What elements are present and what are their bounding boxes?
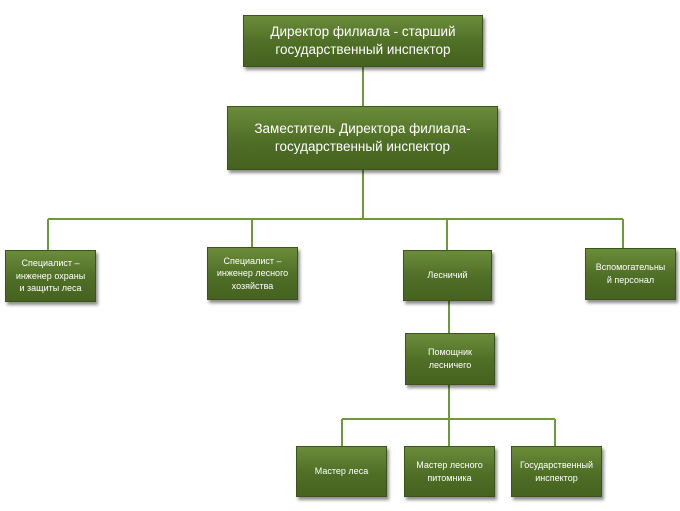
assistant-forester-box: Помощник лесничего — [405, 333, 495, 385]
forestry-engineer-box: Специалист – инженер лесного хозяйства — [207, 247, 298, 300]
support-staff-box: Вспомогательны й персонал — [585, 248, 676, 300]
state-inspector-box: Государственный инспектор — [511, 446, 602, 497]
security-engineer-box: Специалист – инженер охраны и защиты лес… — [5, 250, 96, 302]
forest-master-box: Мастер леса — [296, 446, 387, 497]
forester-box: Лесничий — [403, 250, 492, 301]
nursery-master-box: Мастер лесного питомника — [404, 446, 495, 497]
deputy-director-box: Заместитель Директора филиала- государст… — [227, 106, 498, 170]
director-box: Директор филиала - старший государственн… — [243, 15, 483, 67]
